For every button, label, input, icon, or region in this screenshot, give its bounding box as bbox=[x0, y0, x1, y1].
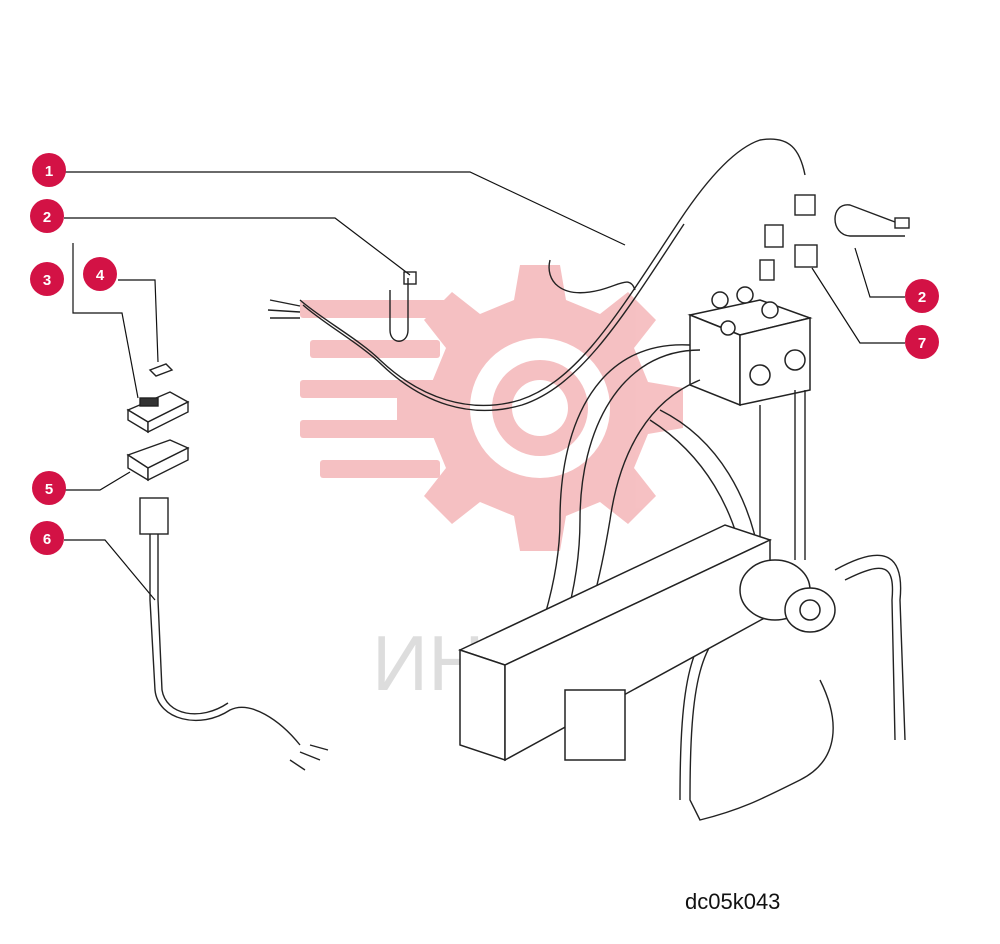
drawing-code: dc05k043 bbox=[685, 889, 780, 914]
callout-6: 6 bbox=[30, 521, 64, 555]
switch-frame bbox=[126, 439, 190, 482]
svg-text:1: 1 bbox=[45, 163, 53, 180]
water-valve bbox=[739, 559, 836, 633]
svg-text:2: 2 bbox=[918, 289, 926, 306]
callout-1: 1 bbox=[32, 153, 66, 187]
rocker-switch bbox=[126, 391, 190, 434]
callout-2-right: 2 bbox=[905, 279, 939, 313]
watermark-gear-icon bbox=[300, 265, 683, 551]
callout-5: 5 bbox=[32, 471, 66, 505]
svg-text:7: 7 bbox=[918, 335, 926, 352]
svg-text:4: 4 bbox=[96, 267, 105, 284]
switch-insert bbox=[148, 363, 174, 377]
leader-lines bbox=[64, 171, 905, 601]
clamp-left bbox=[389, 271, 417, 342]
callout-3: 3 bbox=[30, 262, 64, 296]
svg-text:2: 2 bbox=[43, 209, 51, 226]
valve-block bbox=[687, 286, 813, 407]
callouts: 1 2 3 4 5 6 2 7 bbox=[30, 153, 939, 555]
clamp-right bbox=[834, 204, 910, 237]
svg-text:3: 3 bbox=[43, 272, 51, 289]
callout-2-left: 2 bbox=[30, 199, 64, 233]
heater-core bbox=[457, 524, 773, 762]
svg-text:6: 6 bbox=[43, 531, 51, 548]
svg-text:5: 5 bbox=[45, 481, 53, 498]
connector-plugs bbox=[759, 194, 818, 281]
callout-4: 4 bbox=[83, 257, 117, 291]
switch-harness bbox=[139, 497, 329, 771]
callout-7: 7 bbox=[905, 325, 939, 359]
harness-1 bbox=[267, 138, 806, 412]
